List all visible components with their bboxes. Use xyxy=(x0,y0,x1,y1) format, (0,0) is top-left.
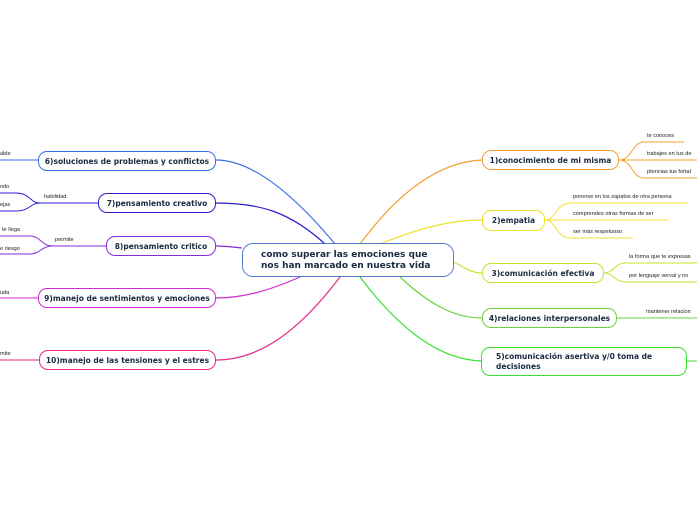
sub-link-8 xyxy=(0,235,53,247)
subtopic-permite[interactable]: permite xyxy=(55,237,74,243)
subtopic-lenguaje[interactable]: por lenguaje verval y no xyxy=(629,273,689,279)
topic-label: 1)conocimiento de mi misma xyxy=(489,155,612,165)
topic-manejo-sentimientos[interactable]: 9)manejo de sentimientos y emociones xyxy=(38,288,216,308)
link-center-1 xyxy=(359,159,483,245)
topic-label: 8)pensamiento critico xyxy=(114,241,208,251)
topic-manejo-tensiones[interactable]: 10)manejo de las tensiones y el estres xyxy=(39,350,216,370)
subtopic-respetuoso[interactable]: ser más respetuoso xyxy=(573,229,623,235)
topic-label: 2)empatia xyxy=(491,216,536,225)
subtopic-uda[interactable]: uda xyxy=(0,290,10,296)
topic-label: 5)comunicación asertiva y/0 toma de deci… xyxy=(496,351,653,371)
subtopic-potencias[interactable]: ptencias tus fortal xyxy=(647,169,691,175)
subtopic-te-llega[interactable]: te llega xyxy=(2,227,21,233)
subtopic-trabajes[interactable]: trabajes en tus de xyxy=(647,151,692,157)
subtopic-riesgo[interactable]: e riesgo xyxy=(0,246,20,252)
topic-pensamiento-creativo[interactable]: 7)pensamiento creativo xyxy=(98,193,216,213)
subtopic-te-conoces[interactable]: te conoces xyxy=(647,133,675,139)
sub-link-1 xyxy=(618,159,697,179)
link-center-9 xyxy=(215,276,301,299)
link-center-10 xyxy=(215,276,341,361)
topic-label: 6)soluciones de problemas y conflictos xyxy=(44,156,210,166)
topic-comunicacion-efectiva[interactable]: 3)comunicación efectiva xyxy=(482,263,604,283)
topic-label: 10)manejo de las tensiones y el estres xyxy=(45,355,210,365)
central-topic-line-2: nos han marcado en nuestra vida xyxy=(261,261,431,271)
subtopic-ndo[interactable]: ndo xyxy=(0,184,10,190)
topic-label: 4)relaciones interpersonales xyxy=(488,313,611,323)
subtopic-comprendes[interactable]: comprendes otras formas de ser xyxy=(573,211,654,217)
topic-label: 7)pensamiento creativo xyxy=(106,198,208,208)
sub-link-1 xyxy=(618,141,684,161)
central-topic[interactable]: como superar las emociones que nos han m… xyxy=(242,243,454,277)
link-center-7 xyxy=(215,202,326,245)
topic-relaciones-interpersonales[interactable]: 4)relaciones interpersonales xyxy=(482,308,617,328)
topic-comunicacion-asertiva[interactable]: 5)comunicación asertiva y/0 toma de deci… xyxy=(481,347,687,376)
sub-link-7 xyxy=(0,192,41,204)
subtopic-able[interactable]: able xyxy=(0,151,11,157)
link-center-2 xyxy=(379,219,483,245)
sub-link-2 xyxy=(544,202,688,221)
topic-soluciones-problemas[interactable]: 6)soluciones de problemas y conflictos xyxy=(38,151,216,171)
link-center-4 xyxy=(399,276,483,319)
subtopic-habilidad[interactable]: habilidad xyxy=(44,194,67,200)
link-center-8 xyxy=(215,245,243,249)
link-center-3 xyxy=(453,261,483,274)
sub-link-3 xyxy=(603,272,697,283)
topic-label: 3)comunicación efectiva xyxy=(491,268,595,278)
subtopic-forma-expresas[interactable]: la forma que te expresas xyxy=(629,254,691,260)
subtopic-ponerse-zapatos[interactable]: ponerse en los zapatos de otra persona xyxy=(573,194,672,200)
subtopic-mite[interactable]: mite xyxy=(0,351,11,357)
sub-link-3 xyxy=(603,262,697,274)
subtopic-mantener-relacion[interactable]: mantener relacion xyxy=(646,309,691,315)
topic-pensamiento-critico[interactable]: 8)pensamiento critico xyxy=(106,236,216,256)
sub-link-7 xyxy=(0,202,41,212)
topic-label: 9)manejo de sentimientos y emociones xyxy=(44,293,210,303)
sub-link-8 xyxy=(0,245,53,255)
central-topic-line-1: como superar las emociones que xyxy=(261,250,428,260)
link-center-6 xyxy=(215,159,336,245)
sub-link-2 xyxy=(544,219,633,239)
topic-empatia[interactable]: 2)empatia xyxy=(482,210,545,231)
topic-conocimiento[interactable]: 1)conocimiento de mi misma xyxy=(482,150,619,170)
link-center-5 xyxy=(359,276,483,362)
subtopic-ejas[interactable]: ejas xyxy=(0,202,11,208)
